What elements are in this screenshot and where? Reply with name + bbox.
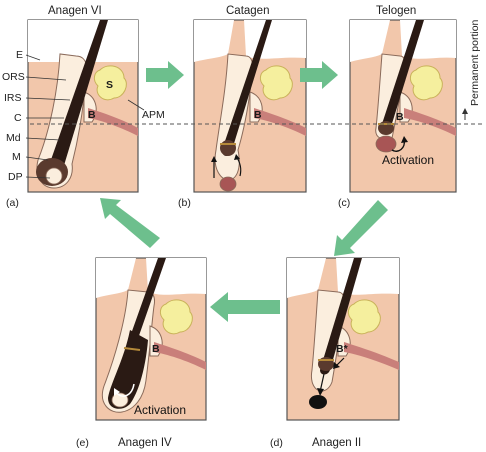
panel-d: B* Anagen II (d) bbox=[270, 257, 400, 449]
panel-e-sebaceous-gland bbox=[159, 299, 193, 335]
panel-d-title: Anagen II bbox=[312, 437, 361, 449]
panel-d-new-bulb bbox=[309, 395, 327, 409]
arrow-d-to-e bbox=[210, 292, 280, 322]
panel-c-sebaceous-gland bbox=[409, 65, 443, 101]
panel-b-letter: (b) bbox=[178, 197, 191, 209]
panel-e-apm bbox=[154, 342, 206, 370]
cycle-arrows bbox=[100, 61, 388, 322]
panel-a-letter: (a) bbox=[6, 197, 19, 209]
arrow-b-to-c bbox=[300, 61, 338, 89]
panel-d-epidermis bbox=[287, 258, 399, 298]
label-ORS: ORS bbox=[2, 71, 25, 83]
label-DP: DP bbox=[8, 171, 23, 183]
panel-c-dermal-papilla bbox=[375, 135, 397, 153]
panel-a: S B E ORS IRS C Md M DP APM Anagen VI (a… bbox=[2, 5, 165, 209]
panel-c-label-B: B bbox=[396, 111, 404, 123]
label-Md: Md bbox=[6, 132, 21, 144]
arrow-c-to-d bbox=[334, 200, 388, 256]
panel-e-activation-arrow bbox=[115, 383, 135, 397]
arrow-a-to-b bbox=[146, 61, 184, 89]
panel-c-hair-shaft bbox=[380, 20, 424, 135]
panel-b-hair-shaft bbox=[222, 20, 272, 156]
panel-a-sebaceous-gland bbox=[93, 65, 127, 101]
panel-b-club bbox=[220, 140, 236, 156]
panel-e-letter: (e) bbox=[76, 437, 89, 449]
panel-b-sebaceous-gland bbox=[259, 65, 293, 101]
panel-c-letter: (c) bbox=[338, 197, 350, 209]
arrow-e-to-a bbox=[100, 198, 160, 248]
panel-a-leader-lines bbox=[25, 54, 145, 179]
panel-d-label-B-star: B* bbox=[336, 343, 349, 355]
panel-a-hair-shaft bbox=[46, 20, 108, 181]
panel-e-hair-shaft bbox=[125, 258, 166, 355]
panel-c-title: Telogen bbox=[376, 5, 416, 17]
panel-b-epidermis bbox=[194, 20, 306, 62]
panel-b-title: Catagen bbox=[226, 5, 269, 17]
panel-d-apm bbox=[344, 342, 399, 370]
panel-e-label-B: B bbox=[152, 343, 160, 355]
panel-d-hair-shaft bbox=[320, 258, 362, 375]
panel-d-bulge-arrow bbox=[335, 357, 345, 367]
panel-a-label-S: S bbox=[106, 79, 113, 91]
panel-a-epidermis bbox=[28, 20, 138, 62]
permanent-portion-label: Permanent portion bbox=[469, 19, 481, 106]
panel-c: B Activation Telogen (c) bbox=[338, 5, 457, 209]
panel-b-dermal-papilla bbox=[219, 176, 237, 192]
panel-b-apm bbox=[254, 108, 306, 136]
label-IRS: IRS bbox=[4, 92, 22, 104]
panel-b: B Catagen (b) bbox=[178, 5, 307, 209]
panel-d-letter: (d) bbox=[270, 437, 283, 449]
panel-a-label-B: B bbox=[88, 109, 96, 121]
label-E: E bbox=[16, 49, 23, 61]
label-M: M bbox=[12, 151, 21, 163]
panel-c-apm bbox=[404, 108, 456, 136]
panel-a-dermal-papilla bbox=[45, 167, 63, 185]
panel-a-apm bbox=[88, 108, 138, 136]
panel-b-label-B: B bbox=[254, 109, 262, 121]
panel-c-activation-label: Activation bbox=[382, 153, 434, 167]
label-APM: APM bbox=[142, 109, 165, 121]
label-C: C bbox=[14, 112, 22, 124]
panel-e-activation-label: Activation bbox=[134, 403, 186, 417]
panel-e: B Activation Anagen IV (e) bbox=[76, 257, 207, 449]
panel-a-title: Anagen VI bbox=[48, 5, 102, 17]
panel-d-sebaceous-gland bbox=[347, 299, 381, 335]
panel-e-title: Anagen IV bbox=[118, 437, 172, 449]
panel-c-epidermis bbox=[350, 20, 456, 62]
